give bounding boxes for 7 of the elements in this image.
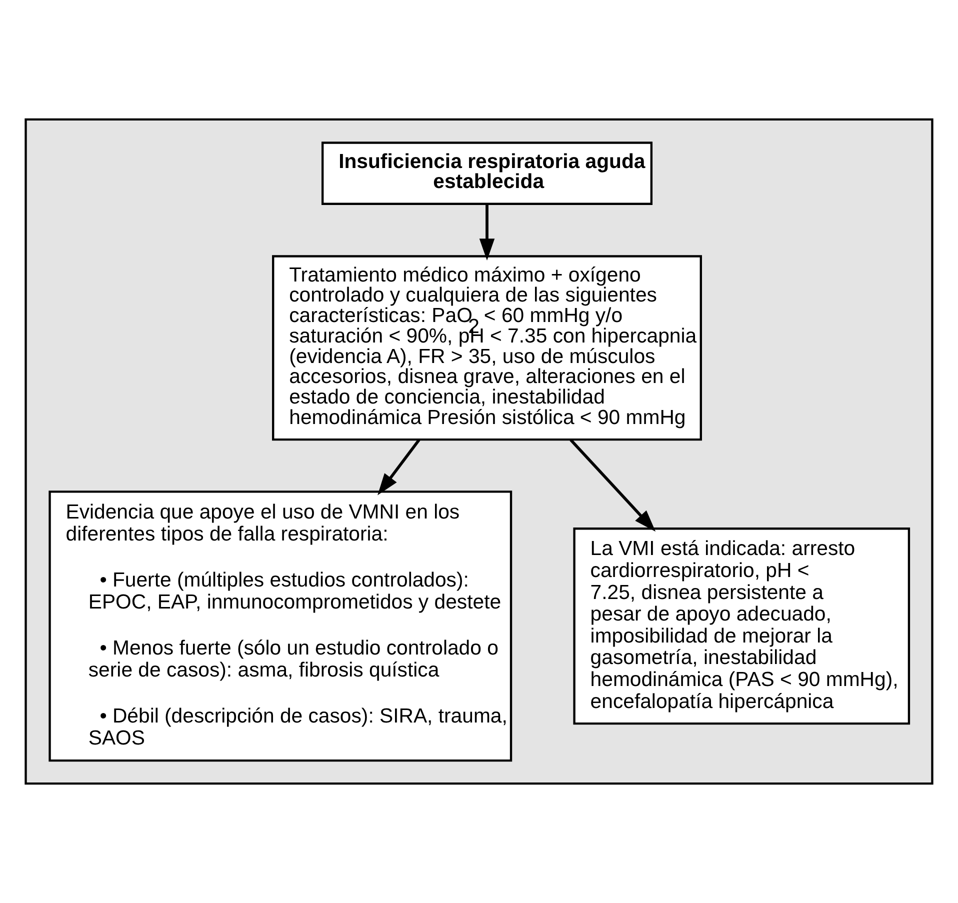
node-box: La VMI está indicada: arresto cardiorrespiratorio, pH < 7.25, disnea persistente a pesar de apoyo adecuado, imposibilidad de mejorar la gasometría, inestabilidad hemodinámica (PAS < 90 mmHg), encefalopatía hipercápnica — [573, 528, 910, 725]
cluster — [24, 118, 934, 785]
node-box: Evidencia que apoye el uso de VMNI en los diferentes tipos de falla respiratoria: • Fuerte (múltiples estudios controlados): EPOC, EAP, inmunocomprometidos y destete • Menos fuerte (sólo un estudio controlado o serie de casos): asma, fibrosis quística • Débil (descripción de casos): SIRA, trauma, SAOS — [48, 490, 512, 762]
arrow — [570, 438, 656, 532]
arrow — [479, 204, 495, 260]
arrow — [378, 439, 420, 496]
node-box: Insuficiencia respiratoria aguda establecida — [322, 142, 653, 205]
